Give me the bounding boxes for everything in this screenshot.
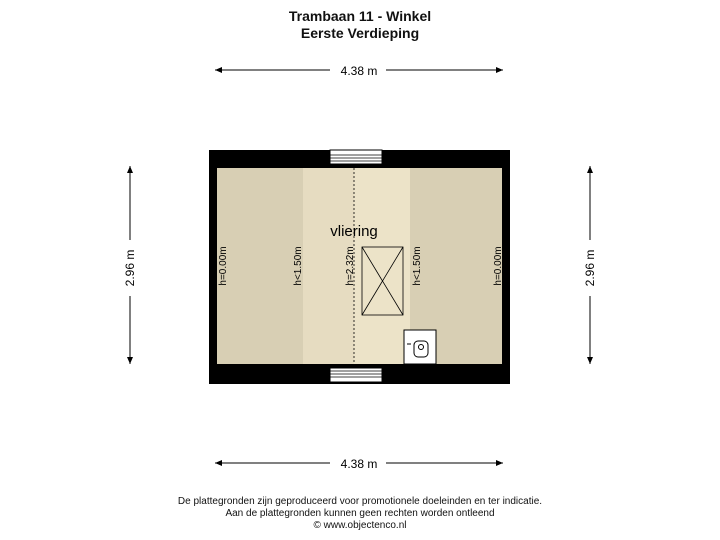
window-bottom bbox=[329, 367, 383, 383]
height-label-left-inner: h<1.50m bbox=[293, 246, 304, 285]
page-subtitle: Eerste Verdieping bbox=[300, 25, 420, 41]
zone-center bbox=[354, 168, 410, 364]
dimension-right: 2.96 m bbox=[583, 166, 597, 364]
dimension-bottom: 4.38 m bbox=[215, 457, 503, 471]
height-label-center: h=2.32m bbox=[345, 246, 356, 285]
room-label: vliering bbox=[330, 223, 378, 240]
dimension-bottom-label: 4.38 m bbox=[341, 457, 378, 471]
boiler-icon bbox=[403, 329, 437, 365]
footer-disclaimer: De plattegronden zijn geproduceerd voor … bbox=[177, 496, 543, 507]
dimension-left-label: 2.96 m bbox=[123, 250, 137, 287]
footer-rights: Aan de plattegronden kunnen geen rechten… bbox=[225, 508, 495, 519]
dimension-top: 4.38 m bbox=[215, 64, 503, 78]
footer-copyright: © www.objectenco.nl bbox=[313, 520, 407, 531]
page-title: Trambaan 11 - Winkel bbox=[288, 8, 432, 24]
zone-left-outer bbox=[217, 168, 303, 364]
height-label-left-outer: h=0.00m bbox=[218, 246, 229, 285]
zone-left-inner bbox=[303, 168, 354, 364]
dimension-left: 2.96 m bbox=[123, 166, 137, 364]
height-label-right-outer: h=0.00m bbox=[493, 246, 504, 285]
loft-hatch bbox=[361, 246, 404, 316]
height-label-right-inner: h<1.50m bbox=[412, 246, 423, 285]
window-top bbox=[329, 149, 383, 165]
dimension-top-label: 4.38 m bbox=[341, 64, 378, 78]
dimension-right-label: 2.96 m bbox=[583, 250, 597, 287]
